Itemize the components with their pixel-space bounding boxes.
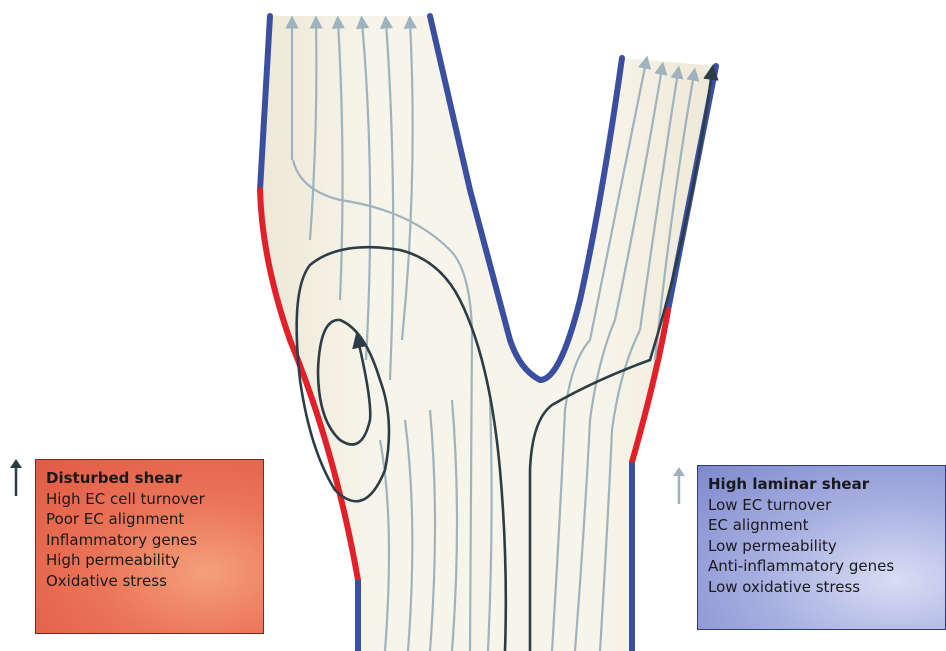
laminar-item: Low EC turnover [708, 495, 935, 516]
laminar-item: EC alignment [708, 515, 935, 536]
laminar-shear-box: High laminar shear Low EC turnover EC al… [697, 465, 946, 630]
laminar-shear-title: High laminar shear [708, 474, 935, 495]
disturbed-item: Oxidative stress [46, 571, 253, 592]
vessel-lumen [260, 16, 716, 651]
dark-arrow-icon [8, 458, 24, 498]
disturbed-item: Inflammatory genes [46, 530, 253, 551]
laminar-item: Low permeability [708, 536, 935, 557]
light-arrow-icon [671, 466, 687, 506]
laminar-item: Low oxidative stress [708, 577, 935, 598]
disturbed-shear-title: Disturbed shear [46, 468, 253, 489]
disturbed-item: High permeability [46, 550, 253, 571]
laminar-item: Anti-inflammatory genes [708, 556, 935, 577]
disturbed-item: Poor EC alignment [46, 509, 253, 530]
disturbed-shear-box: Disturbed shear High EC cell turnover Po… [35, 459, 264, 634]
disturbed-item: High EC cell turnover [46, 489, 253, 510]
